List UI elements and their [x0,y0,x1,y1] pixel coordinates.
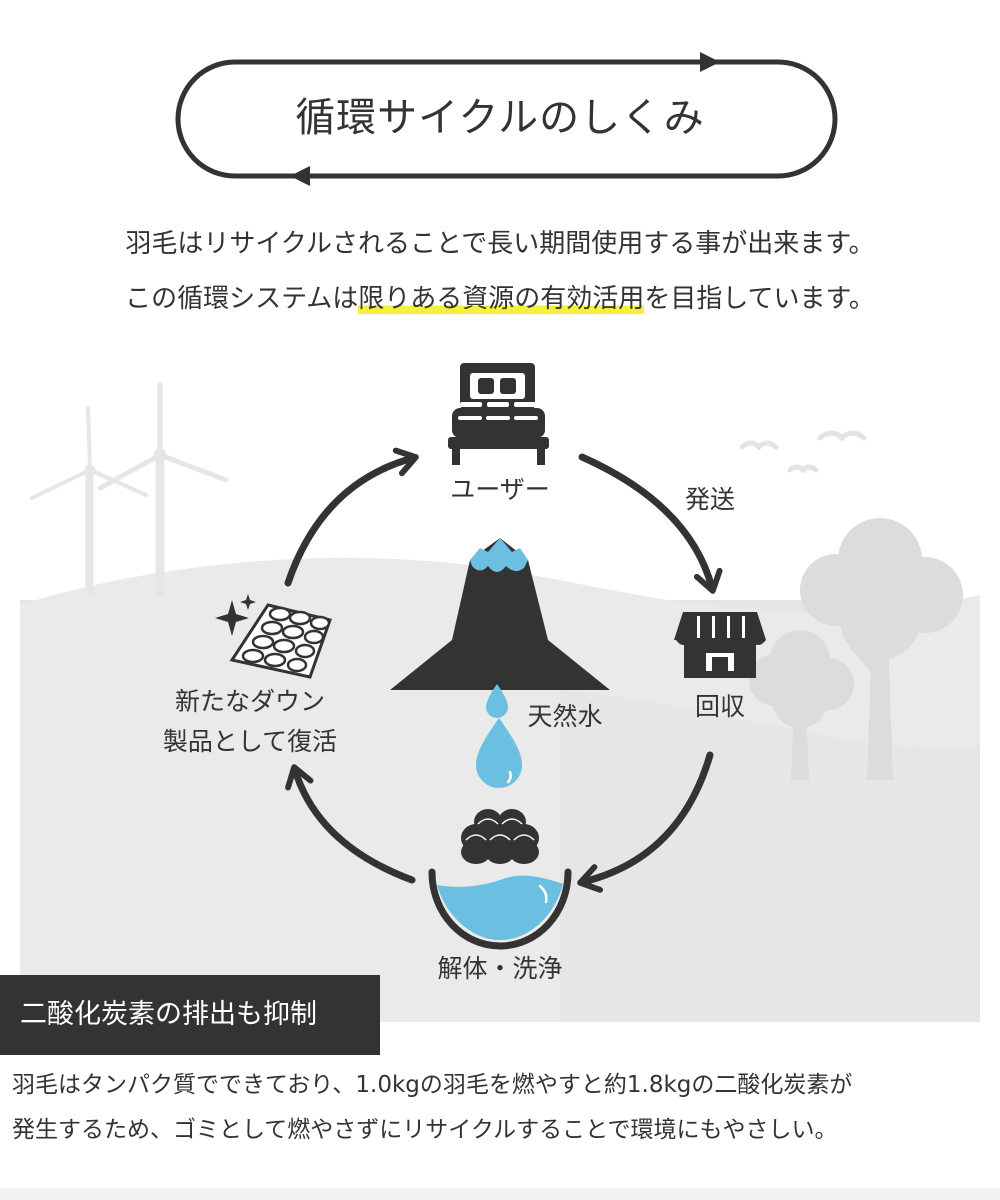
label-washing: 解体・洗浄 [437,954,563,983]
mountain-icon [390,538,610,690]
co2-heading-badge: 二酸化炭素の排出も抑制 [0,975,380,1055]
bed-icon [448,363,549,465]
sparkle-icon [215,594,256,636]
intro-line-2: この循環システムは限りある資源の有効活用を目指しています。 [0,281,1000,317]
cycle-arrows [284,447,723,893]
water-drop-icon [476,684,522,788]
label-revival-line-1: 新たなダウン [174,687,325,716]
bottom-divider [0,1188,1000,1200]
intro-line-2-end: を目指しています。 [644,284,875,314]
intro-line-1: 羽毛はリサイクルされることで長い期間使用する事が出来ます。 [125,229,875,259]
co2-body-line-2: 発生するため、ゴミとして燃やさずにリサイクルすることで環境にもやさしい。 [12,1117,838,1143]
label-revival-line-2: 製品として復活 [162,727,338,756]
down-product-icon [229,603,332,679]
birds-icon [739,430,867,474]
co2-body-line-1: 羽毛はタンパク質でできており、1.0kgの羽毛を燃やすと約1.8kgの二酸化炭素… [12,1072,853,1098]
label-collection: 回収 [694,692,745,721]
store-icon [674,612,766,678]
label-user: ユーザー [450,475,550,504]
tree-icon [749,518,963,780]
title-frame [175,52,838,186]
down-clusters-icon [461,809,539,864]
wash-bowl-icon [428,868,572,950]
intro-line-2-start: この循環システムは [125,284,359,314]
label-shipping: 発送 [684,485,735,514]
label-natural-water: 天然水 [527,702,603,731]
intro-highlight: 限りある資源の有効活用 [358,284,645,314]
wind-turbine-icon [30,382,229,596]
page-title: 循環サイクルのしくみ [295,95,705,141]
